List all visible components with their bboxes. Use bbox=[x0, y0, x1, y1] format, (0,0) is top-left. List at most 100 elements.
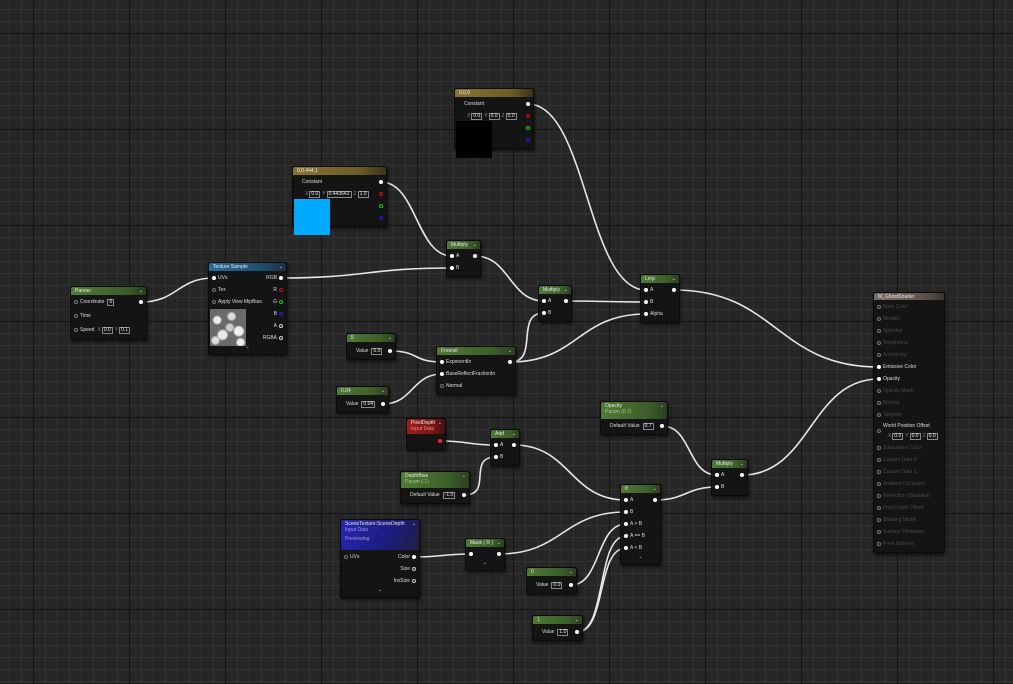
chevron-down-icon[interactable]: ⌄ bbox=[278, 264, 283, 270]
input-pin[interactable] bbox=[877, 446, 881, 450]
input-pin[interactable] bbox=[877, 542, 881, 546]
output-pin[interactable] bbox=[526, 138, 530, 142]
input-pin[interactable] bbox=[715, 473, 719, 477]
output-pin[interactable] bbox=[508, 360, 512, 364]
input-pin[interactable] bbox=[450, 254, 454, 258]
chevron-down-icon[interactable]: ⌄ bbox=[461, 473, 466, 479]
input-pin[interactable] bbox=[877, 341, 881, 345]
output-pin[interactable] bbox=[279, 288, 283, 292]
value-field[interactable]: 0.04 bbox=[361, 401, 376, 408]
value-field[interactable]: 0.0 bbox=[892, 433, 904, 440]
chevron-down-icon[interactable]: ⌄ bbox=[659, 403, 664, 409]
chevron-down-icon[interactable]: ⌄ bbox=[380, 388, 385, 394]
output-pin[interactable] bbox=[379, 192, 383, 196]
output-pin[interactable] bbox=[512, 443, 516, 447]
input-pin[interactable] bbox=[877, 365, 881, 369]
wire-const004-to-fresnel[interactable] bbox=[382, 373, 443, 405]
output-pin[interactable] bbox=[139, 300, 143, 304]
value-field[interactable]: 0.0 bbox=[926, 433, 938, 440]
value-field[interactable]: 0.0 bbox=[551, 582, 563, 589]
input-pin[interactable] bbox=[494, 455, 498, 459]
input-pin[interactable] bbox=[344, 555, 348, 559]
expand-chevron-icon[interactable]: ⌄ bbox=[638, 554, 643, 560]
chevron-down-icon[interactable]: ⌄ bbox=[138, 288, 143, 294]
output-pin[interactable] bbox=[575, 630, 579, 634]
input-pin[interactable] bbox=[644, 288, 648, 292]
input-pin[interactable] bbox=[624, 534, 628, 538]
value-field[interactable]: 0.7 bbox=[642, 423, 654, 430]
node-header[interactable]: Multiply⌄ bbox=[712, 460, 747, 468]
node-header[interactable]: 1⌄ bbox=[533, 616, 582, 624]
value-field[interactable]: 0.1 bbox=[119, 327, 131, 334]
output-pin[interactable] bbox=[279, 324, 283, 328]
value-field[interactable]: 0.0 bbox=[101, 327, 113, 334]
expand-chevron-icon[interactable]: ⌄ bbox=[482, 560, 488, 566]
expand-chevron-icon[interactable]: ⌄ bbox=[377, 587, 383, 593]
input-pin[interactable] bbox=[877, 305, 881, 309]
node-header[interactable]: Panner⌄ bbox=[71, 287, 146, 295]
chevron-down-icon[interactable]: ⌄ bbox=[671, 276, 676, 282]
wire-mul2-to-lerp[interactable] bbox=[565, 300, 647, 303]
node-header[interactable]: Fresnel⌄ bbox=[437, 347, 515, 355]
output-pin[interactable] bbox=[497, 552, 501, 556]
input-pin[interactable] bbox=[877, 482, 881, 486]
node-header[interactable]: Multiply⌄ bbox=[539, 286, 571, 294]
input-pin[interactable] bbox=[440, 372, 444, 376]
input-pin[interactable] bbox=[877, 389, 881, 393]
node-header[interactable]: Add⌄ bbox=[491, 430, 519, 438]
value-field[interactable]: 1.0 bbox=[557, 629, 569, 636]
wire-mul3-to-material[interactable] bbox=[741, 378, 880, 476]
output-pin[interactable] bbox=[672, 288, 676, 292]
wire-pixeldepth-to-add[interactable] bbox=[439, 440, 497, 446]
output-pin[interactable] bbox=[388, 349, 392, 353]
value-field[interactable]: 0.0 bbox=[471, 113, 483, 120]
input-pin[interactable] bbox=[644, 312, 648, 316]
chevron-down-icon[interactable]: ⌄ bbox=[387, 335, 392, 341]
output-pin[interactable] bbox=[381, 402, 385, 406]
wire-fresnel-to-lerp[interactable] bbox=[509, 313, 647, 363]
output-pin[interactable] bbox=[526, 114, 530, 118]
wire-lerp-to-material[interactable] bbox=[673, 289, 880, 368]
input-pin[interactable] bbox=[877, 413, 881, 417]
input-pin[interactable] bbox=[877, 506, 881, 510]
node-header[interactable]: 0.04⌄ bbox=[337, 387, 388, 395]
output-pin[interactable] bbox=[379, 216, 383, 220]
input-pin[interactable] bbox=[877, 458, 881, 462]
output-pin[interactable] bbox=[740, 473, 744, 477]
node-header[interactable]: Multiply⌄ bbox=[447, 241, 480, 249]
value-field[interactable]: 0 bbox=[107, 299, 115, 306]
output-pin[interactable] bbox=[279, 312, 283, 316]
wire-const1-to-if[interactable] bbox=[576, 535, 627, 633]
value-field[interactable]: 0.0 bbox=[488, 113, 500, 120]
output-pin[interactable] bbox=[462, 493, 466, 497]
input-pin[interactable] bbox=[624, 498, 628, 502]
chevron-down-icon[interactable]: ⌄ bbox=[652, 486, 657, 492]
wire-panner-to-texture[interactable] bbox=[140, 277, 215, 303]
expand-chevron-icon[interactable]: ⌄ bbox=[245, 344, 250, 350]
input-pin[interactable] bbox=[450, 266, 454, 270]
chevron-down-icon[interactable]: ⌄ bbox=[472, 242, 477, 248]
input-pin[interactable] bbox=[542, 311, 546, 315]
output-pin[interactable] bbox=[379, 204, 383, 208]
wire-scene-to-mask[interactable] bbox=[413, 553, 472, 558]
value-field[interactable]: 0.443642 bbox=[326, 191, 352, 198]
input-pin[interactable] bbox=[644, 300, 648, 304]
chevron-down-icon[interactable]: ⌄ bbox=[739, 461, 744, 467]
wire-texture-to-mul1[interactable] bbox=[280, 267, 453, 279]
wire-const1-to-if[interactable] bbox=[576, 547, 627, 633]
input-pin[interactable] bbox=[440, 384, 444, 388]
chevron-down-icon[interactable]: ⌄ bbox=[563, 287, 568, 293]
chevron-down-icon[interactable]: ⌄ bbox=[496, 540, 501, 546]
